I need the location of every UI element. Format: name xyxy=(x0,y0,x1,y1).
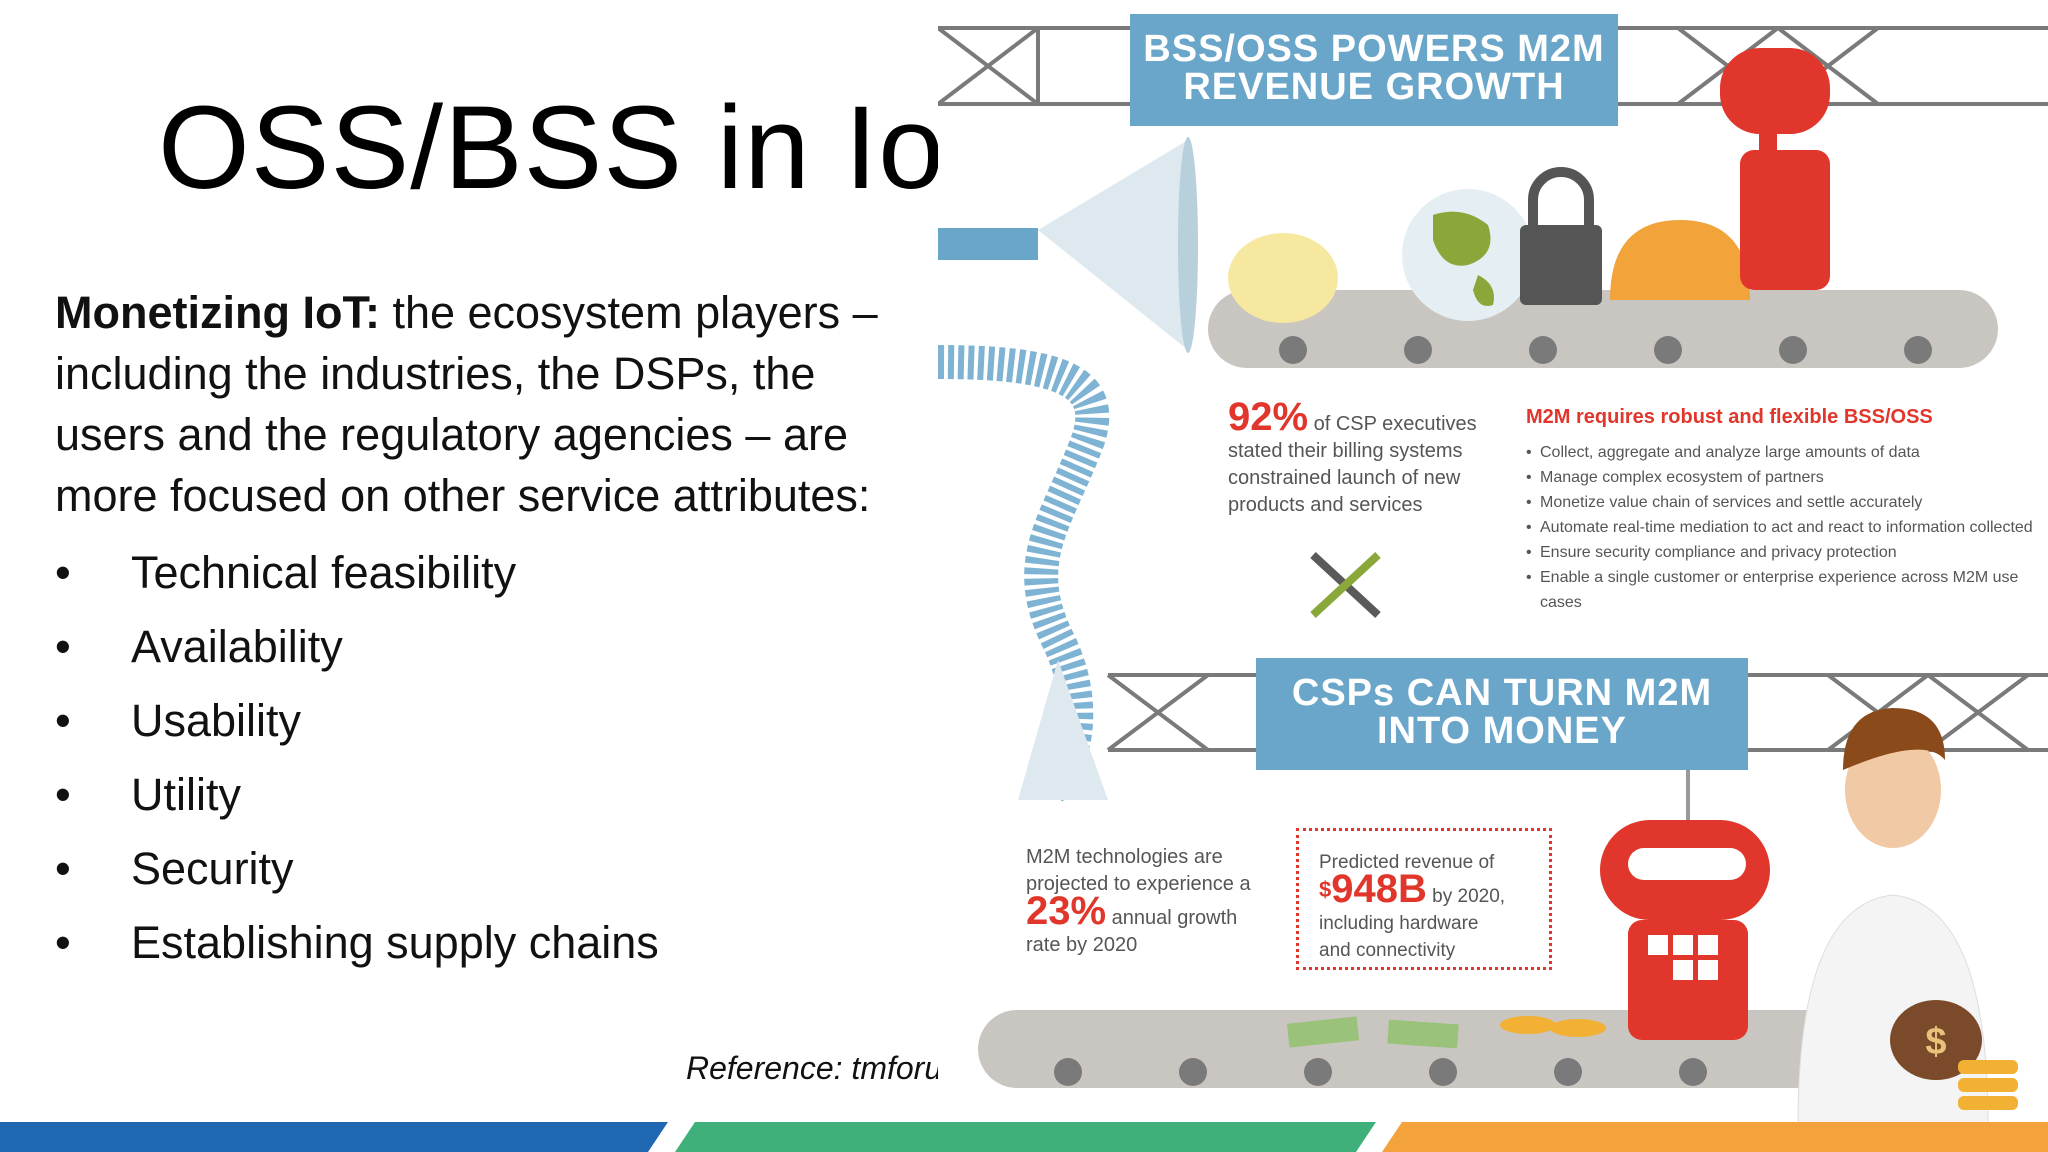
list-item: • Security xyxy=(55,832,659,906)
list-item-label: Technical feasibility xyxy=(131,547,517,598)
list-item: • Usability xyxy=(55,684,659,758)
revenue-box: Predicted revenue of $948B by 2020, incl… xyxy=(1296,828,1552,970)
hard-hat-icon xyxy=(1610,220,1750,300)
list-item: • Availability xyxy=(55,610,659,684)
banner-line: CSPs CAN TURN M2M xyxy=(1291,672,1713,714)
stat-text: products and services xyxy=(1228,494,1423,516)
requirements-list: Collect, aggregate and analyze large amo… xyxy=(1526,440,2036,615)
banner-line: INTO MONEY xyxy=(1377,710,1627,752)
intro-text: the ecosystem players – including the in… xyxy=(55,287,878,521)
list-item: Collect, aggregate and analyze large amo… xyxy=(1526,440,2036,465)
stat-text: rate by 2020 xyxy=(1026,934,1138,956)
stat-92-percent: 92% of CSP executives stated their billi… xyxy=(1228,397,1528,519)
stat-text: and connectivity xyxy=(1319,940,1456,961)
stat-text: annual growth xyxy=(1106,907,1238,929)
attribute-list: • Technical feasibility • Availability • Us… xyxy=(55,536,659,980)
stat-value: 948B xyxy=(1331,867,1427,911)
list-item: Manage complex ecosystem of partners xyxy=(1526,465,2036,490)
list-item: • Utility xyxy=(55,758,659,832)
list-item: Enable a single customer or enterprise e… xyxy=(1526,565,2036,615)
slide-title: OSS/BSS in IoT xyxy=(158,82,1018,214)
currency-symbol: $ xyxy=(1319,877,1332,902)
stat-23-percent: M2M technologies are projected to experi… xyxy=(1026,844,1286,959)
list-item-label: Usability xyxy=(131,695,302,746)
list-item: • Establishing supply chains xyxy=(55,906,659,980)
requirements-title: M2M requires robust and flexible BSS/OSS xyxy=(1526,406,1933,428)
stat-text: constrained launch of new xyxy=(1228,467,1461,489)
stat-value: 92% xyxy=(1228,395,1309,439)
list-item-label: Utility xyxy=(131,769,241,820)
light-bulb-icon xyxy=(1228,233,1338,323)
tools-icon xyxy=(1310,552,1381,618)
padlock-icon xyxy=(1520,225,1602,305)
bullet-dot: • xyxy=(55,769,71,820)
bullet-dot: • xyxy=(55,621,71,672)
stat-text: of CSP executives xyxy=(1308,413,1477,435)
dollar-sign: $ xyxy=(1925,1021,1946,1063)
bullet-dot: • xyxy=(55,917,71,968)
bullet-dot: • xyxy=(55,843,71,894)
list-item: Monetize value chain of services and set… xyxy=(1526,490,2036,515)
funnel xyxy=(938,137,1198,353)
infographic: $ BSS/OSS POWERS M2M REVENUE GROWTH 92% … xyxy=(938,0,2048,1125)
reference-caption: Reference: tmforum xyxy=(686,1050,969,1086)
list-item-label: Availability xyxy=(131,621,343,672)
banner-line: BSS/OSS POWERS M2M xyxy=(1143,28,1605,70)
stat-text: including hardware xyxy=(1319,913,1479,934)
top-robot xyxy=(1720,48,1830,290)
list-item: • Technical feasibility xyxy=(55,536,659,610)
stat-value: 23% xyxy=(1026,889,1107,933)
banner-bss-oss: BSS/OSS POWERS M2M REVENUE GROWTH xyxy=(1130,14,1618,126)
list-item: Automate real-time mediation to act and … xyxy=(1526,515,2036,540)
list-item-label: Establishing supply chains xyxy=(131,917,659,968)
footer-blue-segment xyxy=(0,1122,668,1152)
lower-funnel xyxy=(1018,660,1108,800)
intro-bold-label: Monetizing IoT: xyxy=(55,287,380,338)
footer-green-segment xyxy=(675,1122,1376,1152)
bullet-dot: • xyxy=(55,695,71,746)
list-item-label: Security xyxy=(131,843,294,894)
footer-orange-segment xyxy=(1382,1122,2048,1152)
footer-bar xyxy=(0,1122,2048,1152)
stat-text: Predicted revenue of xyxy=(1319,852,1495,873)
banner-csps: CSPs CAN TURN M2M INTO MONEY xyxy=(1256,658,1748,770)
coin-stack xyxy=(1958,1060,2018,1110)
bottom-robot xyxy=(1600,760,1770,1040)
intro-paragraph: Monetizing IoT: the ecosystem players – … xyxy=(55,282,935,526)
money-bag-icon: $ xyxy=(1890,1000,1982,1080)
top-conveyor xyxy=(1208,290,1998,368)
list-item: Ensure security compliance and privacy p… xyxy=(1526,540,2036,565)
bullet-dot: • xyxy=(55,547,71,598)
stat-text: stated their billing systems xyxy=(1228,440,1463,462)
banner-line: REVENUE GROWTH xyxy=(1183,66,1565,108)
stat-text: M2M technologies are xyxy=(1026,846,1223,868)
stat-text: by 2020, xyxy=(1426,886,1506,907)
stat-text: projected to experience a xyxy=(1026,873,1251,895)
